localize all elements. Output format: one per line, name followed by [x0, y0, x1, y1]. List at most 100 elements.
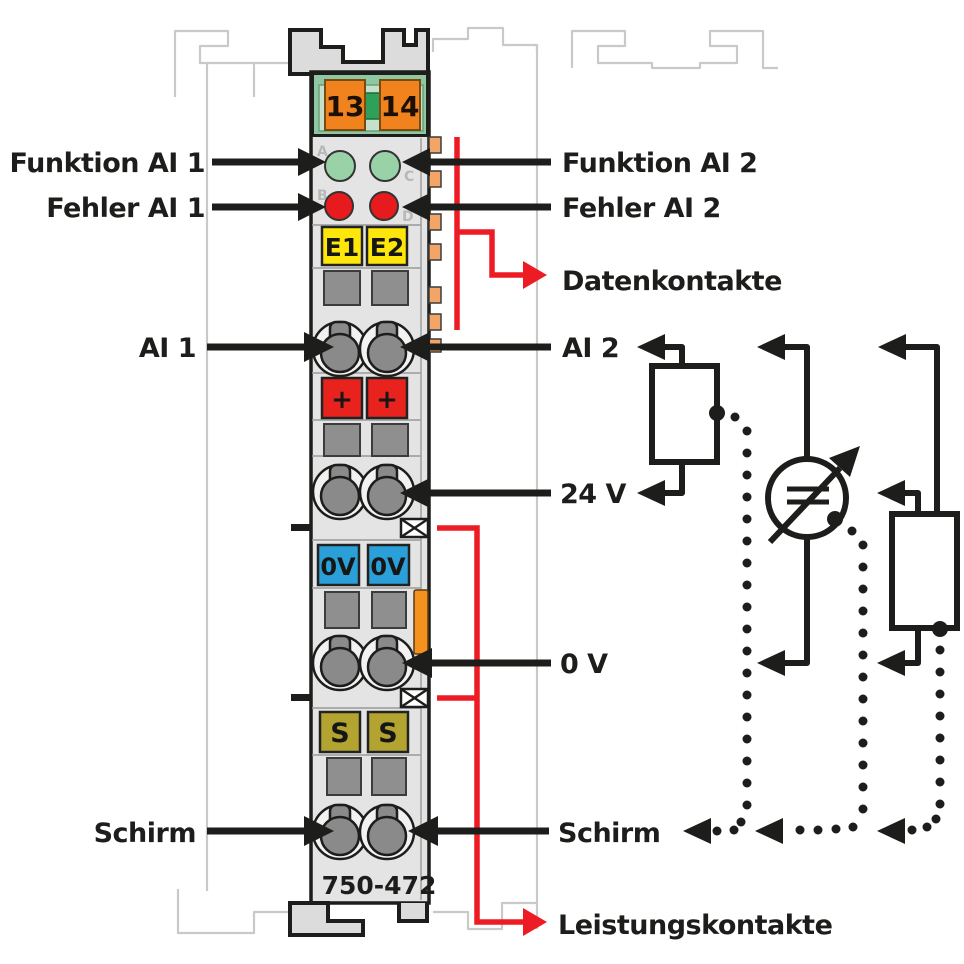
terminal-13-block	[324, 79, 366, 131]
label-leistungskontakte: Leistungskontakte	[558, 910, 832, 941]
power-contact-receptacle-upper	[399, 517, 430, 539]
terminal-row-schirm	[311, 803, 416, 861]
terminal-row-ai	[311, 320, 416, 378]
actuation-squares-row2	[323, 423, 409, 457]
arrow-schirm-right-icon	[408, 816, 438, 846]
arrow-24v-icon	[400, 478, 430, 508]
datenkontakte-arrowhead-icon	[523, 261, 547, 289]
label-funktion-ai1: Funktion AI 1	[10, 148, 205, 179]
terminal-13-number: 13	[326, 90, 365, 123]
label-0v: 0 V	[560, 649, 608, 680]
tag-s-1-text: S	[330, 718, 349, 749]
terminal-14-number: 14	[381, 90, 420, 123]
tag-0v-2-text: 0V	[370, 553, 406, 581]
shield2-arrow-icon	[755, 818, 783, 844]
sensor1-ai-arrow-icon	[637, 334, 665, 360]
bus-contact-green	[364, 92, 381, 120]
arrow-0v-icon	[402, 648, 432, 678]
label-ai1: AI 1	[139, 333, 196, 364]
circuit-arrowheads	[637, 334, 906, 844]
arrow-funktion-ai2-icon	[402, 148, 430, 176]
tag-s-2-text: S	[378, 718, 397, 749]
arrow-funktion-ai1-icon	[298, 148, 326, 176]
terminal-ai1-opening	[319, 332, 361, 374]
three-wire-sensor-symbol	[889, 511, 960, 631]
label-fehler-ai2: Fehler AI 2	[562, 193, 721, 224]
model-number: 750-472	[322, 871, 437, 900]
power-contact-blade-left-upper	[291, 524, 312, 531]
bus-connector-band: 13 14	[311, 72, 429, 137]
sensor-circuit-wires	[663, 344, 940, 666]
right-label-arrowheads	[400, 148, 438, 846]
ghost-bottom-right-foot	[433, 901, 537, 931]
sensor2-ai-arrow-icon	[878, 334, 906, 360]
power-contacts-red-line	[437, 525, 526, 925]
tag-s-2	[366, 710, 410, 754]
terminal-row-0v	[311, 634, 416, 692]
ghost-far-right-clip	[570, 29, 778, 70]
tag-e1-text: E1	[325, 233, 359, 262]
din-rail-clip-top	[288, 28, 430, 76]
tag-s-1	[318, 710, 362, 754]
tag-e2	[365, 225, 409, 267]
tag-e2-text: E2	[370, 233, 404, 262]
shield1-arrow-icon	[683, 818, 711, 844]
transducer-0v-arrow-icon	[757, 650, 785, 676]
tag-plus-2	[365, 376, 409, 420]
terminal-ai2-opening	[366, 332, 408, 374]
arrow-ai2-icon	[400, 332, 430, 362]
right-label-arrows	[428, 158, 551, 835]
left-label-arrowheads	[298, 148, 334, 846]
sensor2-top-wire	[904, 344, 940, 514]
terminal-row-24v	[311, 463, 416, 521]
din-rail-clip-bottom-right	[397, 903, 429, 923]
sensor1-24v-arrow-icon	[637, 480, 665, 506]
tag-plus-1	[320, 376, 364, 420]
red-annotation-lines	[437, 137, 526, 925]
label-schirm-left: Schirm	[94, 818, 196, 849]
leistungskontakte-arrowhead-icon	[523, 908, 547, 936]
actuation-squares-row3	[324, 591, 407, 629]
led-funktion-ai2-green	[369, 150, 401, 182]
transducer-bottom-wire	[783, 536, 810, 666]
adjustable-source-symbol	[765, 446, 860, 545]
ghost-top-left-clip	[173, 29, 256, 97]
terminal-14-block	[379, 79, 421, 131]
tag-0v-1-text: 0V	[320, 553, 356, 581]
sensor2-bottom-wire	[903, 627, 921, 666]
led-letter-c: C	[404, 169, 414, 185]
channel-tags-0v: 0V 0V	[316, 543, 411, 587]
label-funktion-ai2: Funktion AI 2	[562, 148, 757, 179]
led-letter-d: D	[402, 209, 414, 225]
adjustable-arrow-icon	[829, 446, 860, 477]
led-letter-a: A	[317, 144, 328, 160]
arrow-schirm-left-icon	[304, 816, 334, 846]
sensor1-bottom-wire	[663, 461, 685, 496]
led-fehler-ai1-red	[324, 191, 354, 221]
tag-plus-1-text: +	[331, 385, 353, 415]
tag-e1	[320, 225, 364, 267]
label-schirm-right: Schirm	[558, 818, 660, 849]
ghost-bottom-left-foot	[176, 889, 292, 935]
data-contact-tabs	[428, 136, 442, 353]
sensor1-top-wire	[663, 344, 685, 366]
channel-tags-s: S S	[318, 710, 410, 754]
led-block: A B C D	[317, 144, 414, 225]
data-contacts-red-elbow	[457, 229, 526, 278]
arrow-ai1-icon	[304, 332, 334, 362]
label-ai2: AI 2	[562, 333, 619, 364]
power-contact-receptacle-lower	[399, 687, 430, 709]
actuation-squares-row1	[323, 270, 409, 306]
two-wire-sensor-symbol	[649, 363, 720, 465]
transducer-ai-arrow-icon	[757, 334, 785, 360]
text-labels: Funktion AI 1 Fehler AI 1 AI 1 Schirm Fu…	[10, 148, 833, 941]
label-datenkontakte: Datenkontakte	[562, 266, 782, 297]
tag-plus-2-text: +	[376, 385, 398, 415]
label-24v: 24 V	[560, 479, 626, 510]
led-funktion-ai1-green	[324, 150, 356, 182]
tag-0v-1	[316, 543, 361, 587]
power-contact-blade-left-lower	[291, 694, 312, 701]
shield-dotted-lines	[712, 412, 945, 836]
ghost-top-right-clip	[431, 26, 539, 52]
